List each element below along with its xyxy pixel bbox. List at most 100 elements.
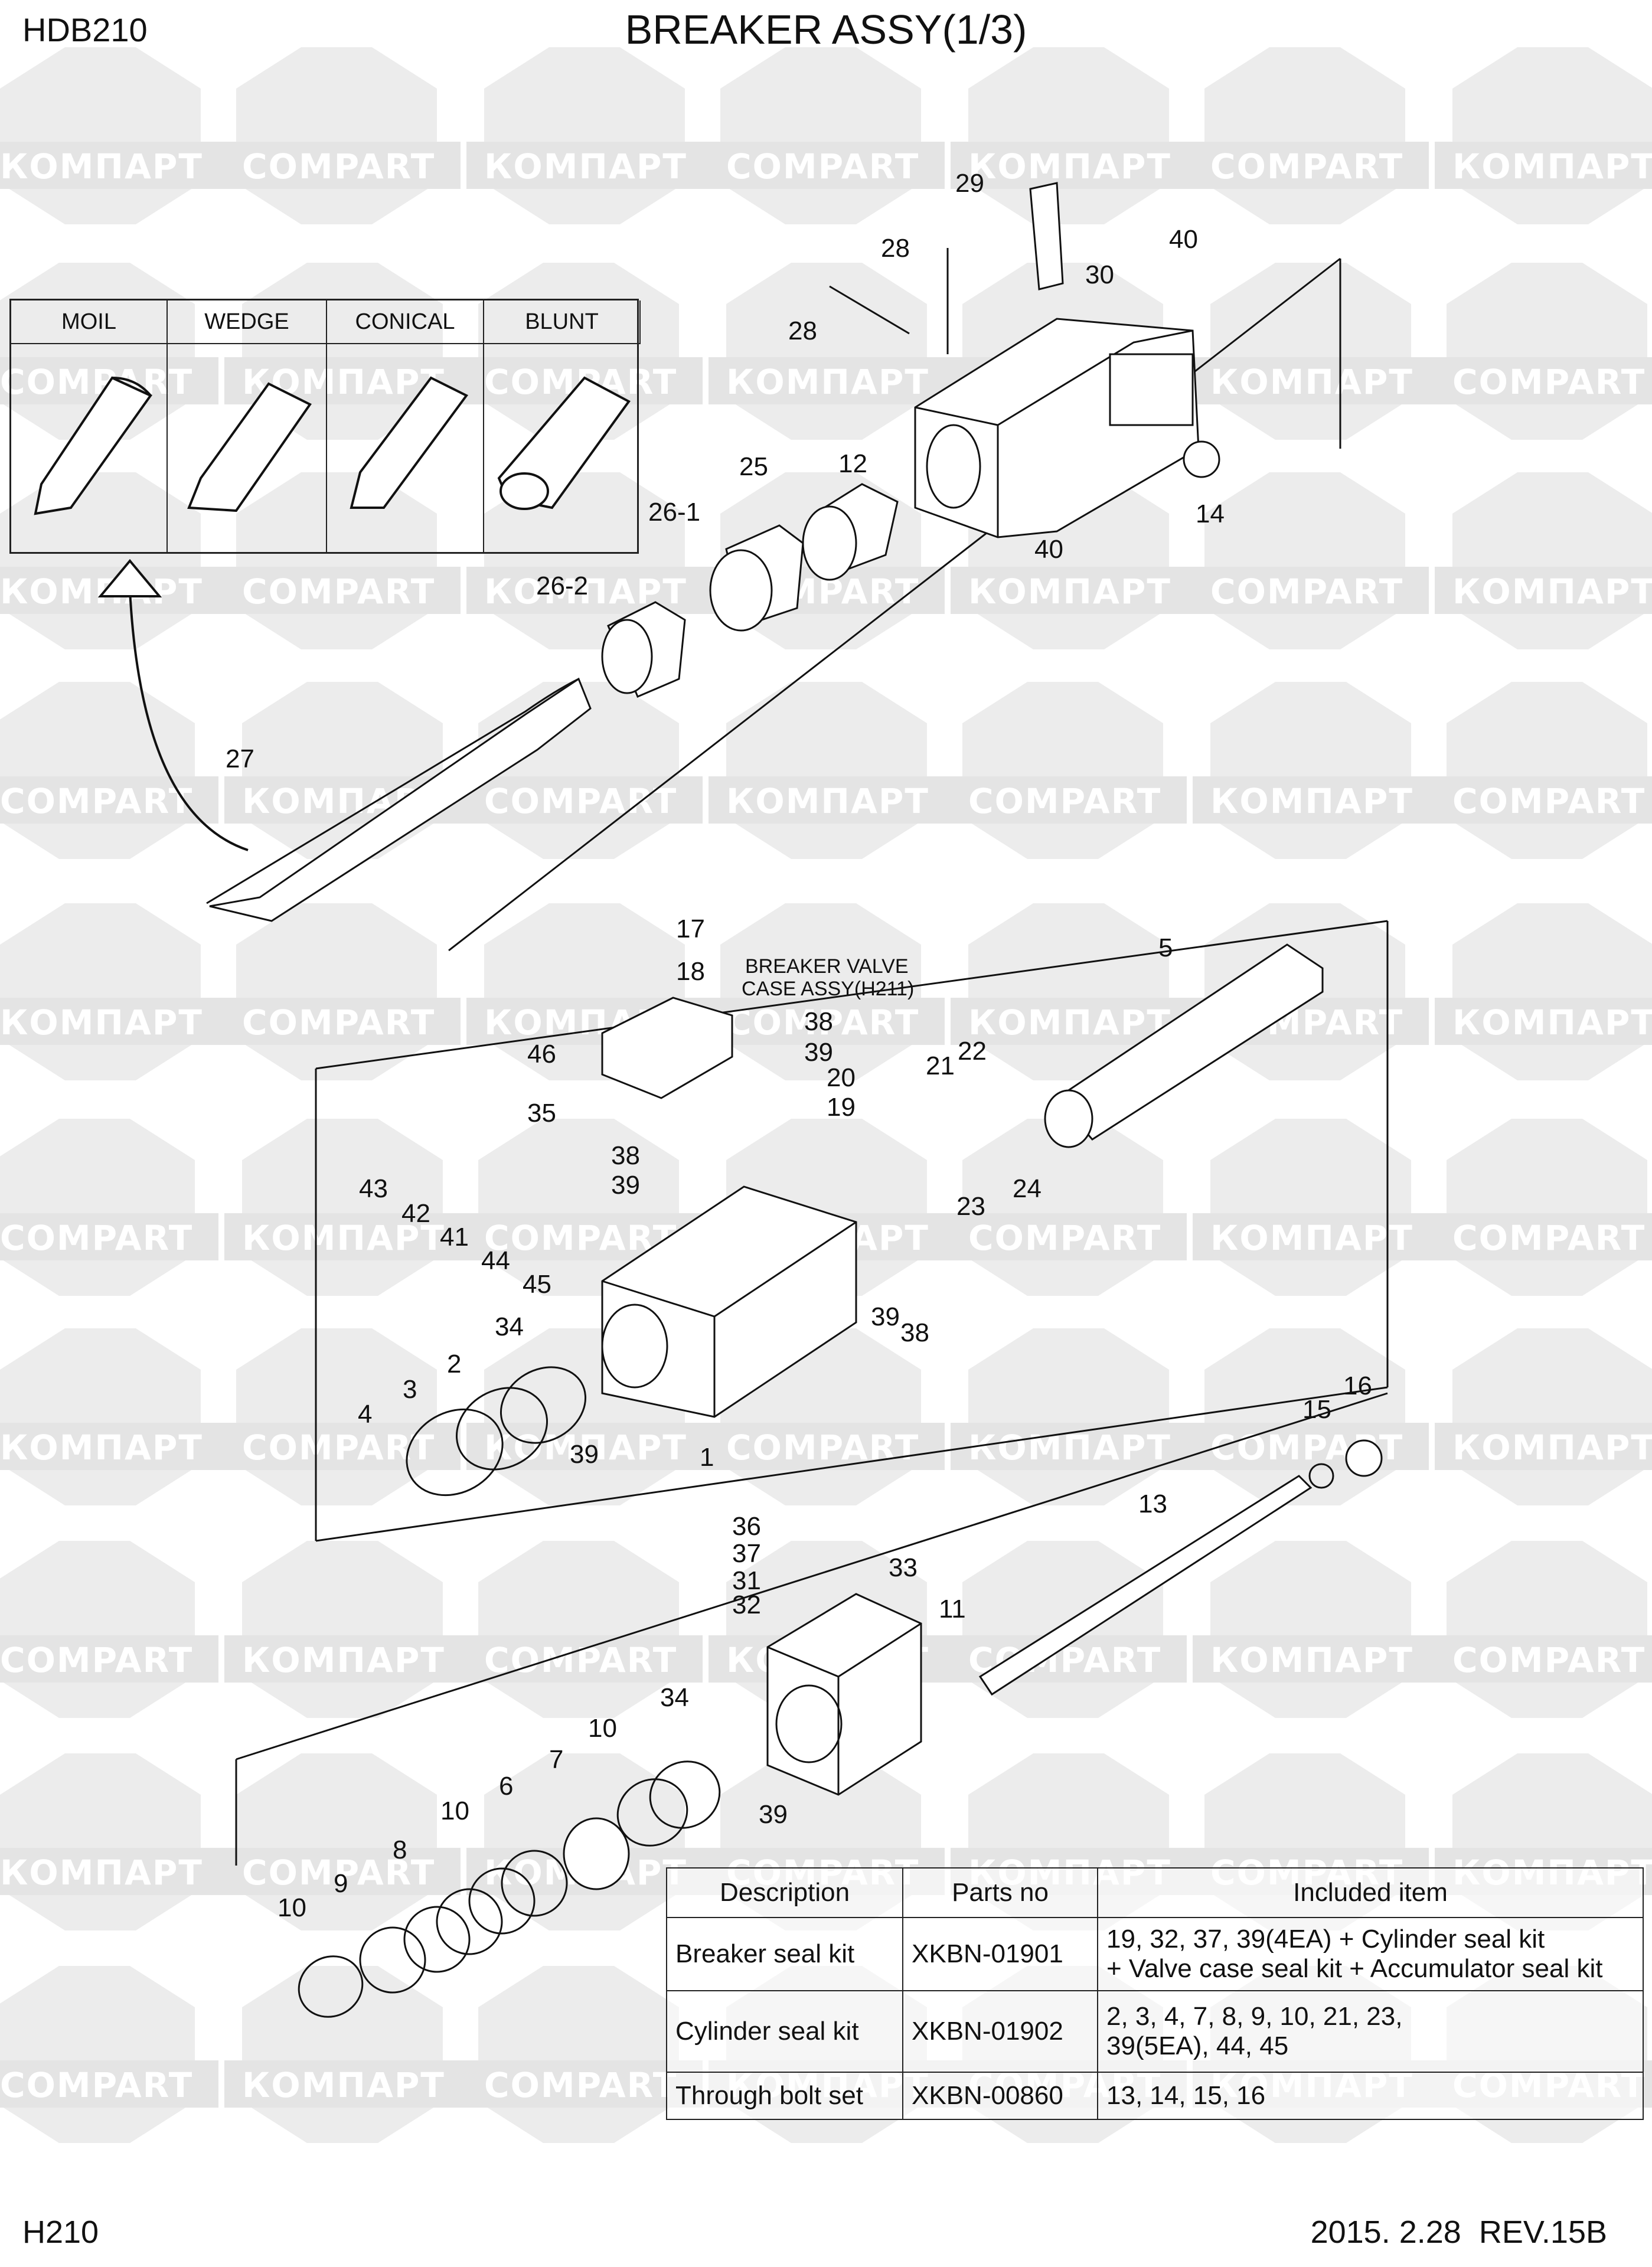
callout-8: 8	[393, 1835, 407, 1864]
callout-43: 43	[359, 1174, 388, 1203]
callout-35: 35	[527, 1099, 556, 1128]
callout-10-mid: 10	[440, 1796, 469, 1825]
callout-40-lower: 40	[1034, 535, 1063, 564]
watermark-text: КОМПАРТ	[0, 1853, 203, 1893]
watermark-text: КОМПАРТ	[968, 146, 1171, 187]
watermark-text: COMPART	[0, 1640, 193, 1680]
callout-28-upper: 28	[881, 234, 910, 263]
column-parts-no: Parts no	[902, 1867, 1098, 1918]
watermark-text: COMPART	[1210, 571, 1403, 612]
callout-10-upper: 10	[588, 1714, 617, 1743]
revision-date: 2015. 2.28	[1310, 2214, 1461, 2250]
watermark-text: COMPART	[1452, 781, 1646, 821]
watermark-tile	[1193, 682, 1652, 859]
model-code: HDB210	[22, 11, 148, 48]
watermark-text: КОМПАРТ	[1452, 146, 1652, 187]
watermark-text: КОМПАРТ	[0, 1002, 203, 1043]
row-description: Through bolt set	[666, 2072, 903, 2120]
callout-39-right: 39	[871, 1302, 900, 1331]
callout-15: 15	[1302, 1395, 1331, 1424]
watermark-text: COMPART	[242, 1428, 435, 1468]
row-parts-no: XKBN-00860	[902, 2072, 1098, 2120]
callout-36: 36	[732, 1512, 761, 1541]
callout-25: 25	[739, 452, 768, 481]
callout-6: 6	[499, 1772, 513, 1801]
watermark-text: КОМПАРТ	[968, 1002, 1171, 1043]
row-included: 13, 14, 15, 16	[1097, 2072, 1644, 2120]
watermark-text: COMPART	[242, 146, 435, 187]
callout-40-upper: 40	[1169, 225, 1198, 254]
watermark-text: COMPART	[0, 1218, 193, 1258]
watermark-tile	[0, 1328, 461, 1505]
included-line: 2, 3, 4, 7, 8, 9, 10, 21, 23,	[1106, 2002, 1403, 2031]
callout-39-low: 39	[570, 1440, 599, 1469]
watermark-text: COMPART	[726, 1428, 919, 1468]
watermark-text: COMPART	[0, 362, 193, 402]
row-included: 19, 32, 37, 39(4EA) + Cylinder seal kit …	[1097, 1917, 1644, 1991]
watermark-text: COMPART	[484, 781, 677, 821]
callout-33: 33	[889, 1553, 918, 1582]
valve-note-line2: CASE ASSY(H211)	[742, 978, 914, 1000]
callout-26-1: 26-1	[648, 498, 700, 527]
callout-19: 19	[827, 1093, 856, 1122]
watermark-text: COMPART	[968, 1218, 1161, 1258]
tool-reference-arrow	[129, 590, 249, 851]
watermark-tile	[0, 1966, 218, 2143]
watermark-text: КОМПАРТ	[484, 146, 687, 187]
seal-kit-table: Description Parts no Included item Break…	[666, 1867, 1644, 2120]
tool-tip-illustrations	[34, 376, 631, 515]
included-line: + Valve case seal kit + Accumulator seal…	[1106, 1954, 1603, 1983]
table-header-row: Description Parts no Included item	[666, 1867, 1644, 1918]
watermark-text: КОМПАРТ	[0, 146, 203, 187]
callout-29: 29	[955, 169, 984, 198]
watermark-tile	[224, 1966, 703, 2143]
callout-31: 31	[732, 1566, 761, 1595]
callout-34-mid: 34	[495, 1312, 524, 1341]
valve-note-line1: BREAKER VALVE	[745, 955, 909, 978]
watermark-text: COMPART	[1452, 1640, 1646, 1680]
table-row: Through bolt set XKBN-00860 13, 14, 15, …	[666, 2072, 1644, 2120]
row-included: 2, 3, 4, 7, 8, 9, 10, 21, 23, 39(5EA), 4…	[1097, 1990, 1644, 2073]
tool-cell-wedge	[168, 344, 327, 552]
callout-23: 23	[956, 1192, 985, 1221]
watermark-text: КОМПАРТ	[0, 571, 203, 612]
watermark-text: КОМПАРТ	[1452, 571, 1652, 612]
watermark-text: COMPART	[726, 1002, 919, 1043]
watermark-text: COMPART	[1210, 146, 1403, 187]
watermark-text: COMPART	[726, 146, 919, 187]
revision-info: 2015. 2.28 REV.15B	[1311, 2214, 1607, 2250]
watermark-text: COMPART	[242, 1853, 435, 1893]
watermark-text: COMPART	[484, 2065, 677, 2105]
callout-27: 27	[226, 744, 254, 773]
tool-type-wedge: WEDGE	[168, 300, 327, 344]
callout-12: 12	[838, 449, 867, 478]
column-included: Included item	[1097, 1867, 1644, 1918]
watermark-text: КОМПАРТ	[1210, 1218, 1413, 1258]
callout-20: 20	[827, 1063, 856, 1092]
cylinder-group	[315, 920, 1389, 1542]
callout-41: 41	[440, 1223, 469, 1252]
callout-1: 1	[700, 1443, 714, 1472]
watermark-tile	[0, 1119, 218, 1296]
watermark-tile	[951, 47, 1429, 224]
callout-34-low: 34	[660, 1683, 689, 1712]
table-row: Breaker seal kit XKBN-01901 19, 32, 37, …	[666, 1917, 1644, 1991]
row-description: Breaker seal kit	[666, 1917, 903, 1991]
watermark-text: КОМПАРТ	[1210, 362, 1413, 402]
front-head-group	[206, 182, 1341, 952]
callout-39-top: 39	[804, 1038, 833, 1067]
row-description: Cylinder seal kit	[666, 1990, 903, 2073]
watermark-text: COMPART	[1452, 1218, 1646, 1258]
tool-type-conical: CONICAL	[327, 300, 484, 344]
watermark-tile	[951, 1328, 1429, 1505]
callout-22: 22	[958, 1037, 987, 1066]
callout-39-bottom: 39	[759, 1800, 788, 1829]
watermark-tile	[224, 1541, 703, 1718]
callout-26-2: 26-2	[536, 571, 588, 600]
back-head-group	[235, 1392, 1388, 2018]
watermark-text: КОМПАРТ	[242, 2065, 445, 2105]
page-title: BREAKER ASSY(1/3)	[625, 6, 1027, 53]
watermark-text: COMPART	[0, 2065, 193, 2105]
callout-16: 16	[1343, 1371, 1372, 1400]
